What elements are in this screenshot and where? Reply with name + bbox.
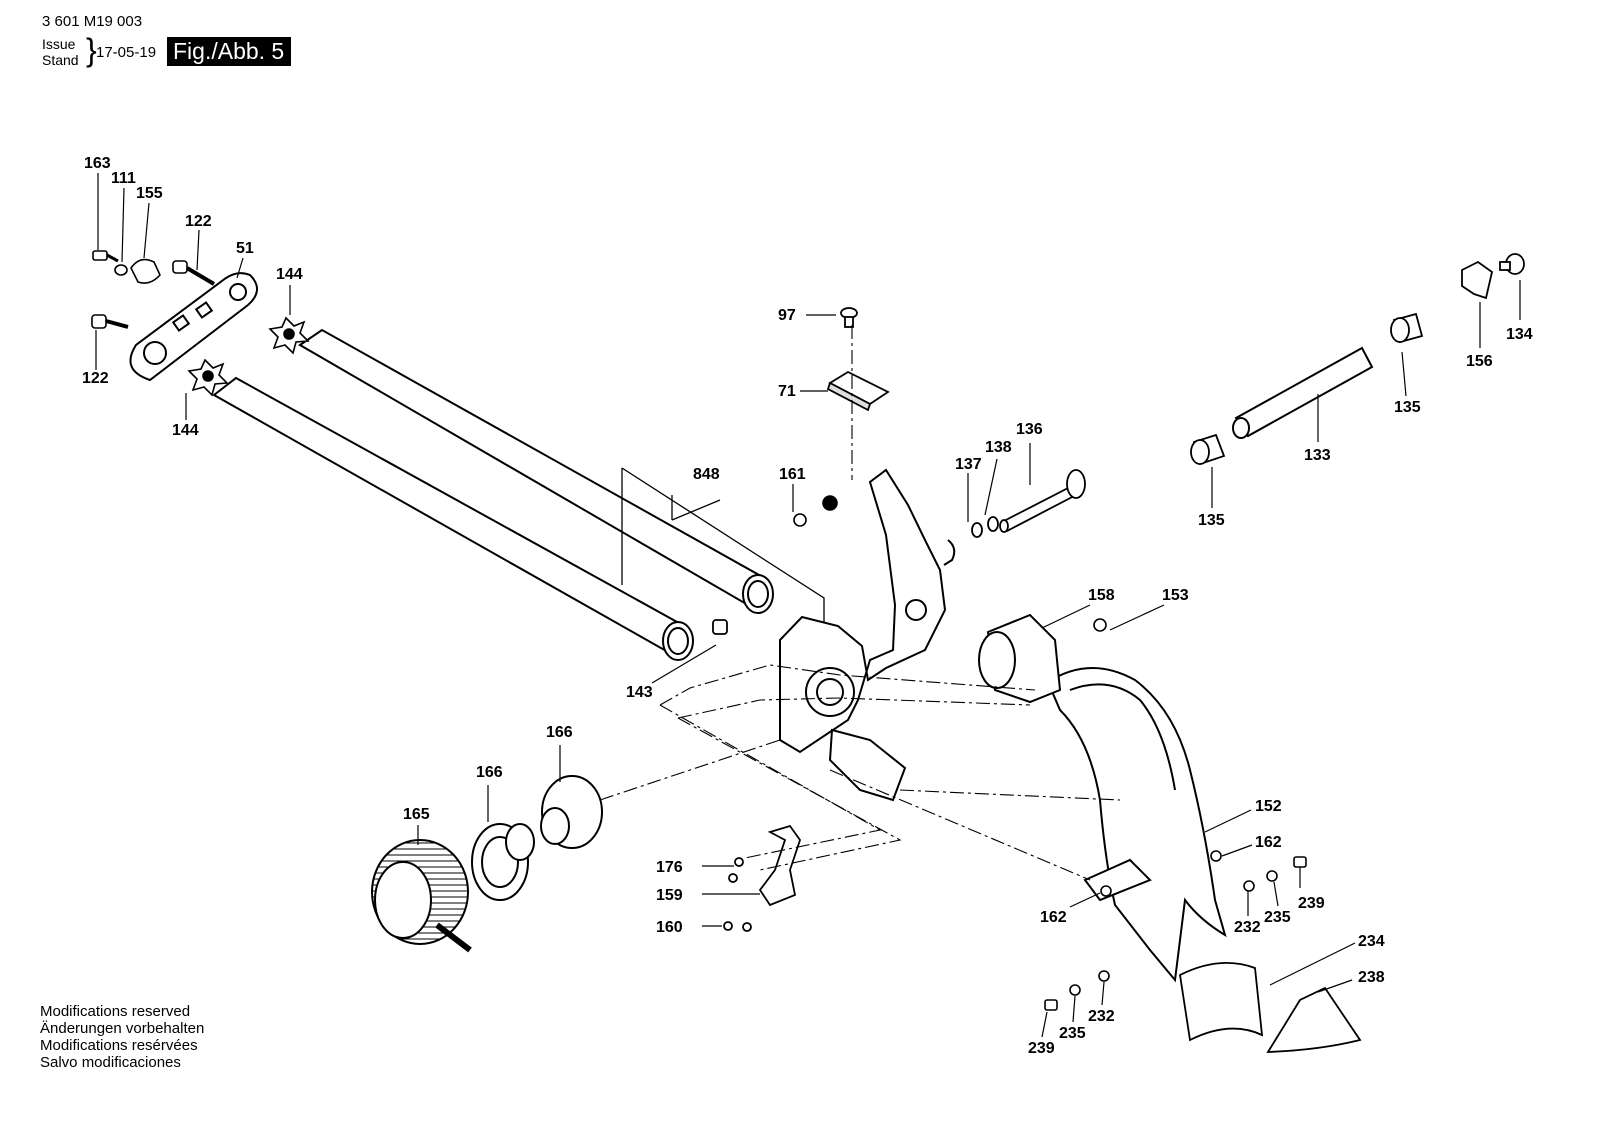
bearings-166 [471,775,603,901]
callout-144-top: 144 [276,266,303,283]
callout-156: 156 [1466,353,1493,370]
callout-234: 234 [1358,933,1385,950]
bushings-135-clamp-156 [1190,253,1525,466]
callout-232-right: 232 [1234,919,1261,936]
pivot-bracket-assembly [779,468,956,802]
issue-brace: } [86,32,97,68]
callout-160: 160 [656,919,683,936]
dust-chute-152 [978,613,1227,983]
rail-tubes [212,328,1374,661]
callout-122-bottom: 122 [82,370,109,387]
callout-238: 238 [1358,969,1385,986]
callout-133: 133 [1304,447,1331,464]
issue-date: 17-05-19 [96,44,157,61]
callout-155: 155 [136,185,163,202]
callout-135-left: 135 [1198,512,1225,529]
callout-166-top: 166 [546,724,573,741]
callout-143: 143 [626,684,653,701]
leader-lines [95,173,1521,1038]
callout-239-left: 239 [1028,1040,1055,1057]
callout-165: 165 [403,806,430,823]
callout-136: 136 [1016,421,1043,438]
note-en: Modifications reserved [40,1003,191,1020]
callout-51: 51 [236,240,254,257]
callout-144-bottom: 144 [172,422,199,439]
issue-label-en: Issue [42,36,76,52]
callout-111: 111 [111,170,136,187]
callout-135-right: 135 [1394,399,1421,416]
callout-166-bottom: 166 [476,764,503,781]
callout-159: 159 [656,887,683,904]
callout-232-left: 232 [1088,1008,1115,1025]
note-fr: Modifications resérvées [40,1037,198,1054]
assembly-dashed-lines [599,325,1121,881]
star-nuts-144 [187,316,310,397]
callout-97: 97 [778,307,796,324]
spring-165 [371,839,472,953]
dust-flap-234-238 [1179,962,1362,1053]
callout-235-left: 235 [1059,1025,1086,1042]
callout-848: 848 [693,466,720,483]
modifications-notice: Modifications reserved Änderungen vorbeh… [40,1003,204,1071]
callout-71: 71 [778,383,796,400]
callout-153: 153 [1162,587,1189,604]
callout-152: 152 [1255,798,1282,815]
callout-239-right: 239 [1298,895,1325,912]
end-plate-51 [129,272,258,382]
washers-nuts-right [793,495,1307,1011]
callout-161: 161 [779,466,806,483]
issue-label-de: Stand [42,52,79,68]
callout-138: 138 [985,439,1012,456]
part-callouts: 163 111 155 122 51 144 122 144 97 71 848… [82,155,1533,1057]
callout-137: 137 [955,456,982,473]
small-hardware-left [91,250,216,329]
callout-134: 134 [1506,326,1533,343]
callout-162-right: 162 [1255,834,1282,851]
note-de: Änderungen vorbehalten [40,1020,205,1037]
callout-163: 163 [84,155,111,172]
callout-176: 176 [656,859,683,876]
clip-71-screw-97 [826,307,890,412]
tube-leader-lines [621,467,825,622]
issue-label: Issue Stand [42,36,79,68]
callout-158: 158 [1088,587,1115,604]
document-number: 3 601 M19 003 [42,13,143,30]
figure-label: Fig./Abb. 5 [167,37,292,66]
callout-122-top: 122 [185,213,212,230]
callout-162-left: 162 [1040,909,1067,926]
callout-235-right: 235 [1264,909,1291,926]
note-es: Salvo modificaciones [40,1054,181,1071]
pivot-shaft-136 [971,469,1086,538]
